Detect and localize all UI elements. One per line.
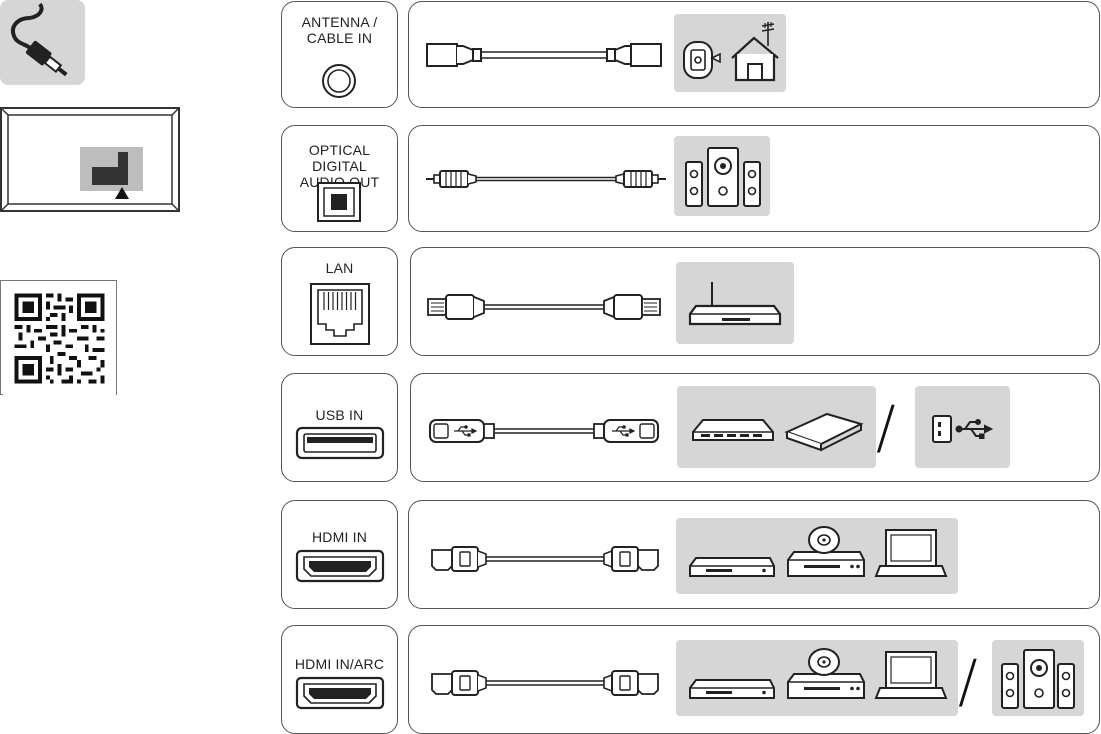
hdmi-source-devices-icon <box>689 526 948 577</box>
hdmi-arc-jack-icon <box>295 676 385 710</box>
port-label-hdmi: HDMI IN <box>311 529 368 545</box>
usb-stick-icon <box>932 415 994 443</box>
usb-cable-icon <box>429 419 659 443</box>
usb-hub-and-hdd-icon <box>692 412 864 452</box>
port-label-lan: LAN <box>325 260 354 276</box>
port-lan: LAN <box>281 247 398 356</box>
port-label-antenna-line2: CABLE IN <box>306 30 373 46</box>
separator-slash-hdmi-arc: / <box>958 647 978 715</box>
coaxial-jack-icon <box>322 64 356 98</box>
antenna-house-icon <box>683 22 779 82</box>
device-tile-usb-stick <box>915 386 1010 468</box>
optical-jack-icon <box>317 182 361 222</box>
device-tile-antenna <box>674 14 786 92</box>
device-tile-usb-storage <box>677 386 876 468</box>
arc-speaker-system-icon <box>1001 649 1075 709</box>
ethernet-jack-icon <box>310 283 370 345</box>
port-hdmi-in: HDMI IN <box>281 500 398 609</box>
cable-connection-tile <box>0 0 85 85</box>
port-hdmi-in-arc: HDMI IN/ARC <box>281 625 398 734</box>
cable-plug-icon <box>11 2 68 77</box>
tv-rear-panel-diagram <box>0 107 180 212</box>
optical-cable-icon <box>426 170 666 188</box>
speaker-system-icon <box>685 147 761 207</box>
hdmi-cable-icon <box>431 546 659 572</box>
usb-jack-icon <box>295 426 385 460</box>
device-tile-hdmi-arc-audio <box>992 640 1084 716</box>
port-usb-in: USB IN <box>281 373 398 482</box>
hdmi-arc-source-devices-icon <box>689 648 948 699</box>
port-optical-digital-audio-out: OPTICAL DIGITAL AUDIO OUT <box>281 125 398 232</box>
router-icon <box>688 282 782 326</box>
port-label-usb: USB IN <box>315 407 364 423</box>
hdmi-jack-icon <box>295 549 385 583</box>
port-label-antenna-line1: ANTENNA / <box>301 14 378 30</box>
port-antenna-cable-in: ANTENNA / CABLE IN <box>281 1 398 108</box>
coaxial-cable-icon <box>426 43 662 67</box>
separator-slash-usb: / <box>876 393 896 461</box>
qr-code <box>0 280 117 395</box>
port-label-hdmi-arc: HDMI IN/ARC <box>294 656 385 672</box>
ethernet-cable-icon <box>427 294 661 320</box>
device-tile-lan <box>676 262 794 344</box>
device-tile-optical <box>674 136 770 216</box>
device-tile-hdmi-arc-sources <box>676 640 958 716</box>
port-label-optical-line1: OPTICAL DIGITAL <box>308 142 371 174</box>
hdmi-arc-cable-icon <box>431 670 659 696</box>
device-tile-hdmi <box>676 518 958 594</box>
